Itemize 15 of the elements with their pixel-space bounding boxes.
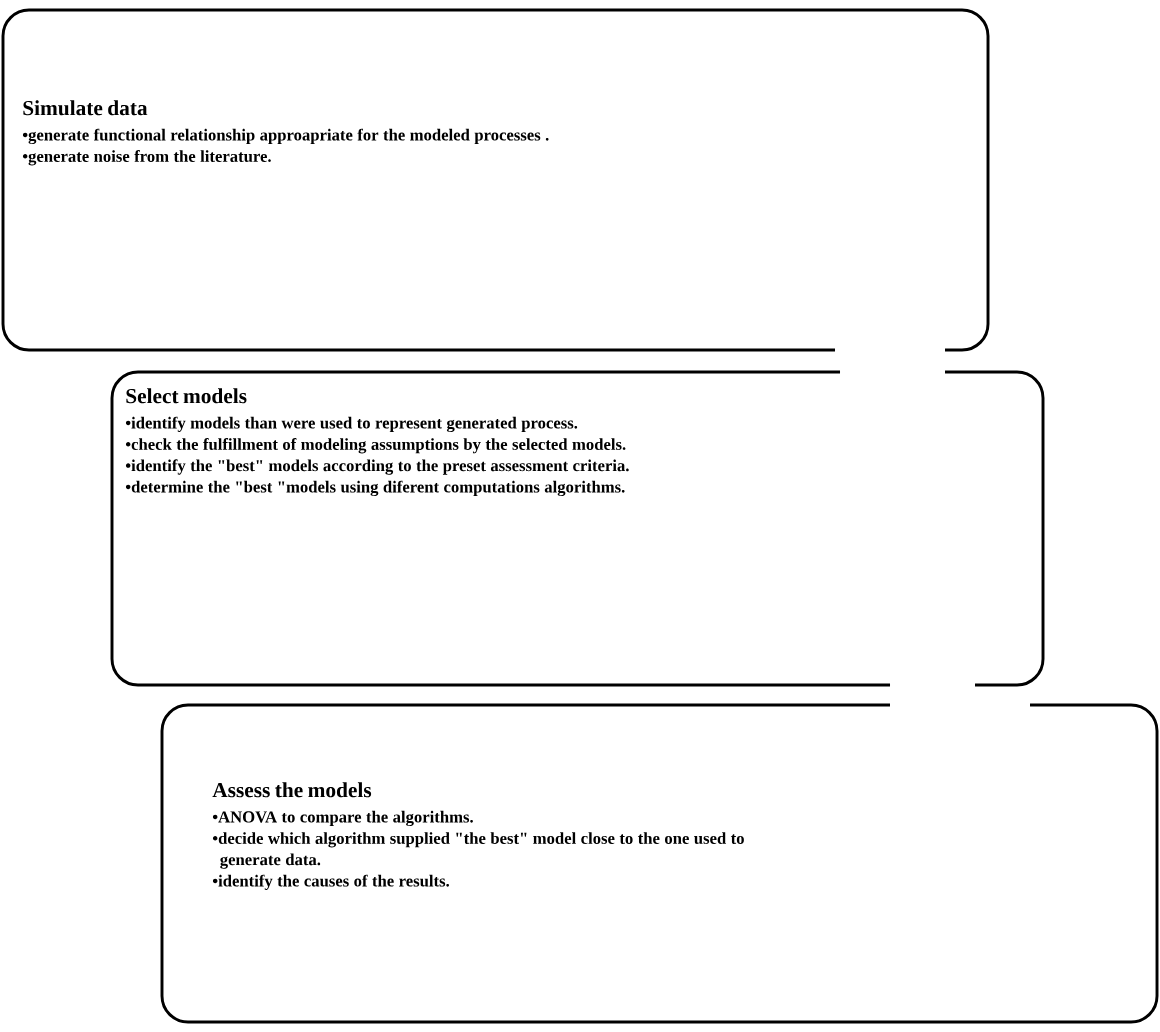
bullet-item: •ANOVA to compare the algorithms. [212, 810, 473, 827]
heading: Simulate data [23, 100, 148, 116]
process-box [110, 370, 1045, 687]
bullet-item: •check the fulfillment of modeling assumptions by the selected models. [125, 438, 626, 454]
bullet-item: •generate functional relationship approapriate for the modeled processes . [22, 128, 549, 145]
process-box [160, 703, 1159, 1024]
bullet-item: •generate noise from the literature. [22, 150, 271, 166]
heading: Assess the models [212, 782, 372, 798]
bullet-item: •identify the causes of the results. [212, 874, 449, 890]
bullet-item: •decide which algorithm supplied "the best" model close to the one used to generate data. [212, 832, 744, 869]
bullet-item: •determine the "best "models using diferent computations algorithms. [125, 480, 625, 497]
bullet-item: •identify models than were used to represent generated process. [125, 416, 578, 433]
process-box [1, 8, 990, 352]
bullet-item: •identify the "best" models according to the preset assessment criteria. [125, 459, 629, 475]
heading: Select models [126, 388, 247, 404]
